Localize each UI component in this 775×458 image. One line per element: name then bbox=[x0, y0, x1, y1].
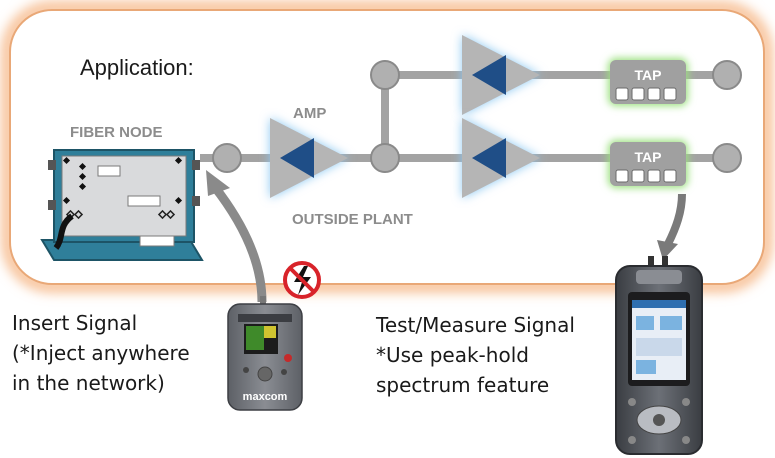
outside-plant-label: OUTSIDE PLANT bbox=[292, 211, 413, 228]
test-signal-text: Test/Measure Signal *Use peak-hold spect… bbox=[376, 310, 575, 400]
node-circle bbox=[370, 143, 400, 173]
insert-signal-line3: in the network) bbox=[12, 371, 165, 395]
insert-arrow bbox=[206, 170, 267, 303]
measure-arrow bbox=[657, 193, 686, 260]
amplifier-lower bbox=[462, 118, 540, 198]
insert-signal-text: Insert Signal (*Inject anywhere in the n… bbox=[12, 308, 190, 398]
tap-upper: TAP bbox=[608, 58, 688, 106]
generator-brand: maxcom bbox=[243, 391, 288, 403]
tap-label: TAP bbox=[635, 67, 662, 83]
node-circle bbox=[212, 143, 242, 173]
tap-lower: TAP bbox=[608, 140, 688, 188]
insert-signal-line2: (*Inject anywhere bbox=[12, 341, 190, 365]
fiber-node bbox=[40, 149, 204, 261]
no-lightning-icon bbox=[283, 261, 321, 299]
cable-nodes bbox=[212, 60, 742, 173]
amplifier-upper bbox=[462, 35, 540, 115]
node-circle bbox=[712, 143, 742, 173]
node-circle bbox=[370, 60, 400, 90]
fiber-node-label: FIBER NODE bbox=[70, 124, 163, 141]
amp-label: AMP bbox=[293, 105, 326, 122]
test-signal-line2: *Use peak-hold bbox=[376, 343, 529, 367]
test-meter bbox=[615, 256, 703, 455]
amplifier-main bbox=[270, 118, 348, 198]
test-signal-line3: spectrum feature bbox=[376, 373, 550, 397]
signal-generator: maxcom bbox=[227, 296, 303, 411]
tap-label: TAP bbox=[635, 149, 662, 165]
test-signal-line1: Test/Measure Signal bbox=[376, 313, 575, 337]
node-circle bbox=[712, 60, 742, 90]
diagram-title: Application: bbox=[80, 55, 194, 80]
insert-signal-line1: Insert Signal bbox=[12, 311, 138, 335]
